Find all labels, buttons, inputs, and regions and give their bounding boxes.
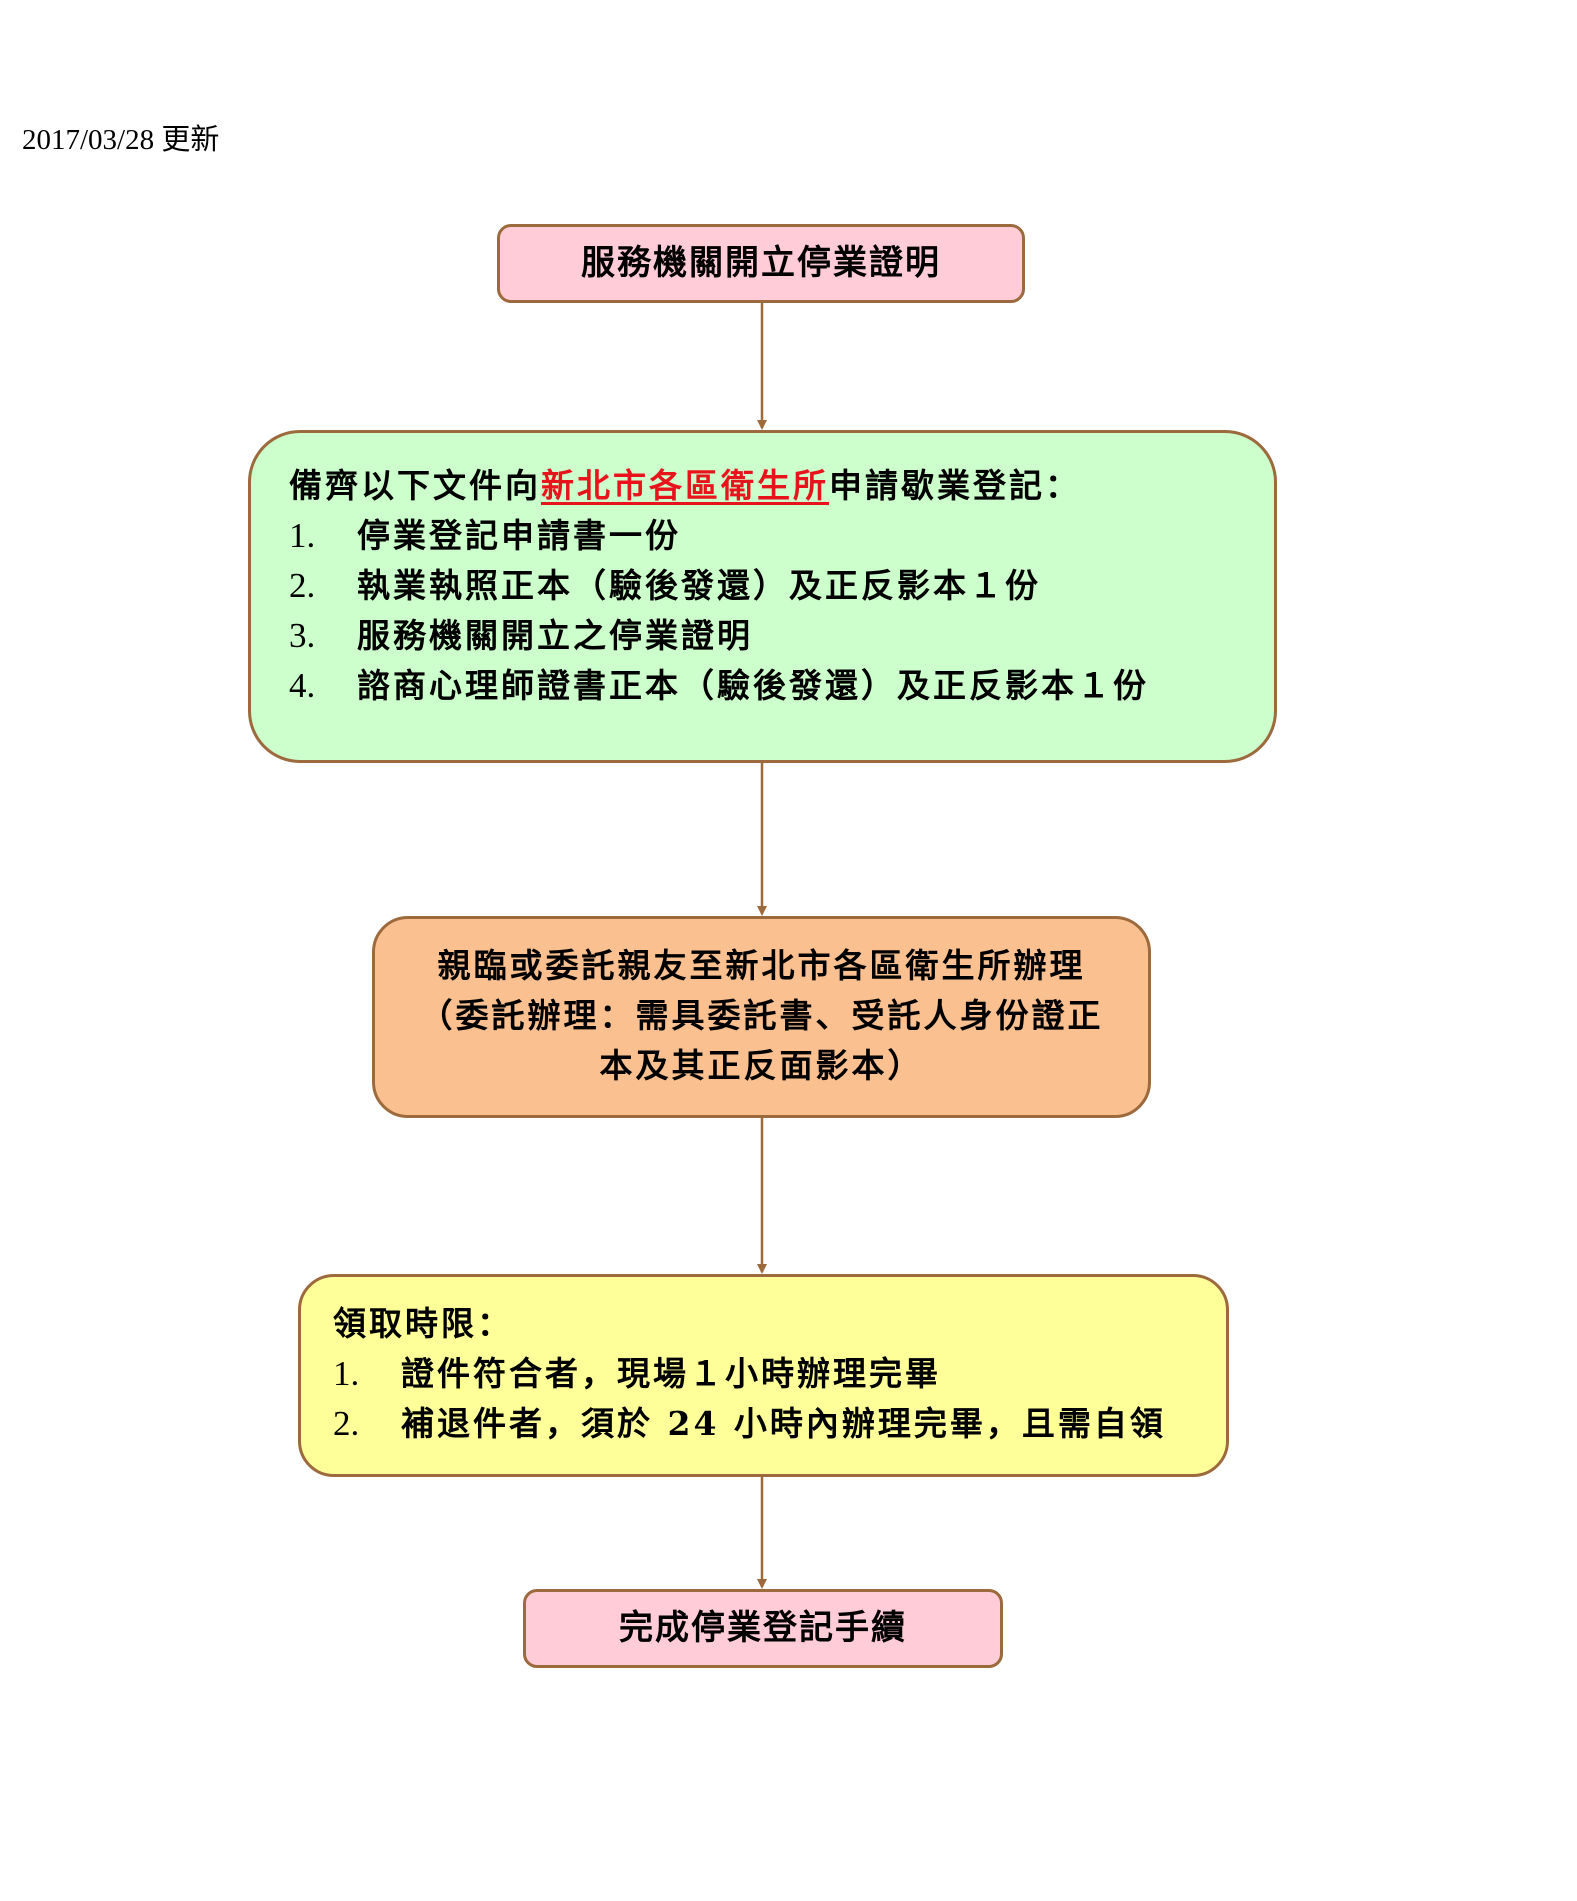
pickup-item: 1. 證件符合者，現場１小時辦理完畢 [333, 1349, 1226, 1399]
step-issue-certificate-label: 服務機關開立停業證明 [581, 243, 941, 283]
submit-line: 親臨或委託親友至新北市各區衛生所辦理 [437, 946, 1086, 985]
pickup-item-number: 2. [333, 1404, 360, 1443]
step-apply-documents: 備齊以下文件向新北市各區衛生所申請歇業登記： 1. 停業登記申請書一份 2. 執業執… [248, 430, 1277, 763]
step-complete-registration: 完成停業登記手續 [523, 1589, 1003, 1668]
document-item: 4. 諮商心理師證書正本（驗後發還）及正反影本１份 [289, 661, 1274, 711]
pickup-item: 2. 補退件者，須於 24 小時內辦理完畢，且需自領 [333, 1399, 1226, 1449]
document-item-number: 3. [289, 616, 316, 655]
apply-intro-before: 備齊以下文件向 [289, 466, 541, 505]
document-item-text: 諮商心理師證書正本（驗後發還）及正反影本１份 [357, 666, 1149, 705]
document-item: 3. 服務機關開立之停業證明 [289, 611, 1274, 661]
step-submit-in-person: 親臨或委託親友至新北市各區衛生所辦理 （委託辦理：需具委託書、受託人身份證正 本… [372, 916, 1151, 1118]
document-item-text: 執業執照正本（驗後發還）及正反影本１份 [357, 566, 1041, 605]
document-item: 2. 執業執照正本（驗後發還）及正反影本１份 [289, 561, 1274, 611]
apply-intro: 備齊以下文件向新北市各區衛生所申請歇業登記： [289, 461, 1274, 511]
pickup-title: 領取時限： [333, 1304, 513, 1343]
apply-intro-after: 申請歇業登記： [829, 466, 1081, 505]
pickup-item-text: 補退件者，須於 24 小時內辦理完畢，且需自領 [401, 1404, 1166, 1443]
step-issue-certificate: 服務機關開立停業證明 [497, 224, 1025, 303]
pickup-item-number: 1. [333, 1354, 360, 1393]
pickup-item-text: 證件符合者，現場１小時辦理完畢 [401, 1354, 941, 1393]
step-pickup-time-limit: 領取時限： 1. 證件符合者，現場１小時辦理完畢 2. 補退件者，須於 24 小時內… [298, 1274, 1229, 1477]
health-center-highlight: 新北市各區衛生所 [541, 466, 829, 505]
document-item: 1. 停業登記申請書一份 [289, 511, 1274, 561]
submit-line: （委託辦理：需具委託書、受託人身份證正 [419, 996, 1104, 1035]
step-complete-registration-label: 完成停業登記手續 [619, 1608, 907, 1648]
document-item-text: 停業登記申請書一份 [357, 516, 681, 555]
document-item-text: 服務機關開立之停業證明 [357, 616, 753, 655]
document-item-number: 2. [289, 566, 316, 605]
document-item-number: 4. [289, 666, 316, 705]
document-item-number: 1. [289, 516, 316, 555]
submit-line: 本及其正反面影本） [599, 1046, 924, 1085]
update-date: 2017/03/28 更新 [22, 124, 220, 156]
